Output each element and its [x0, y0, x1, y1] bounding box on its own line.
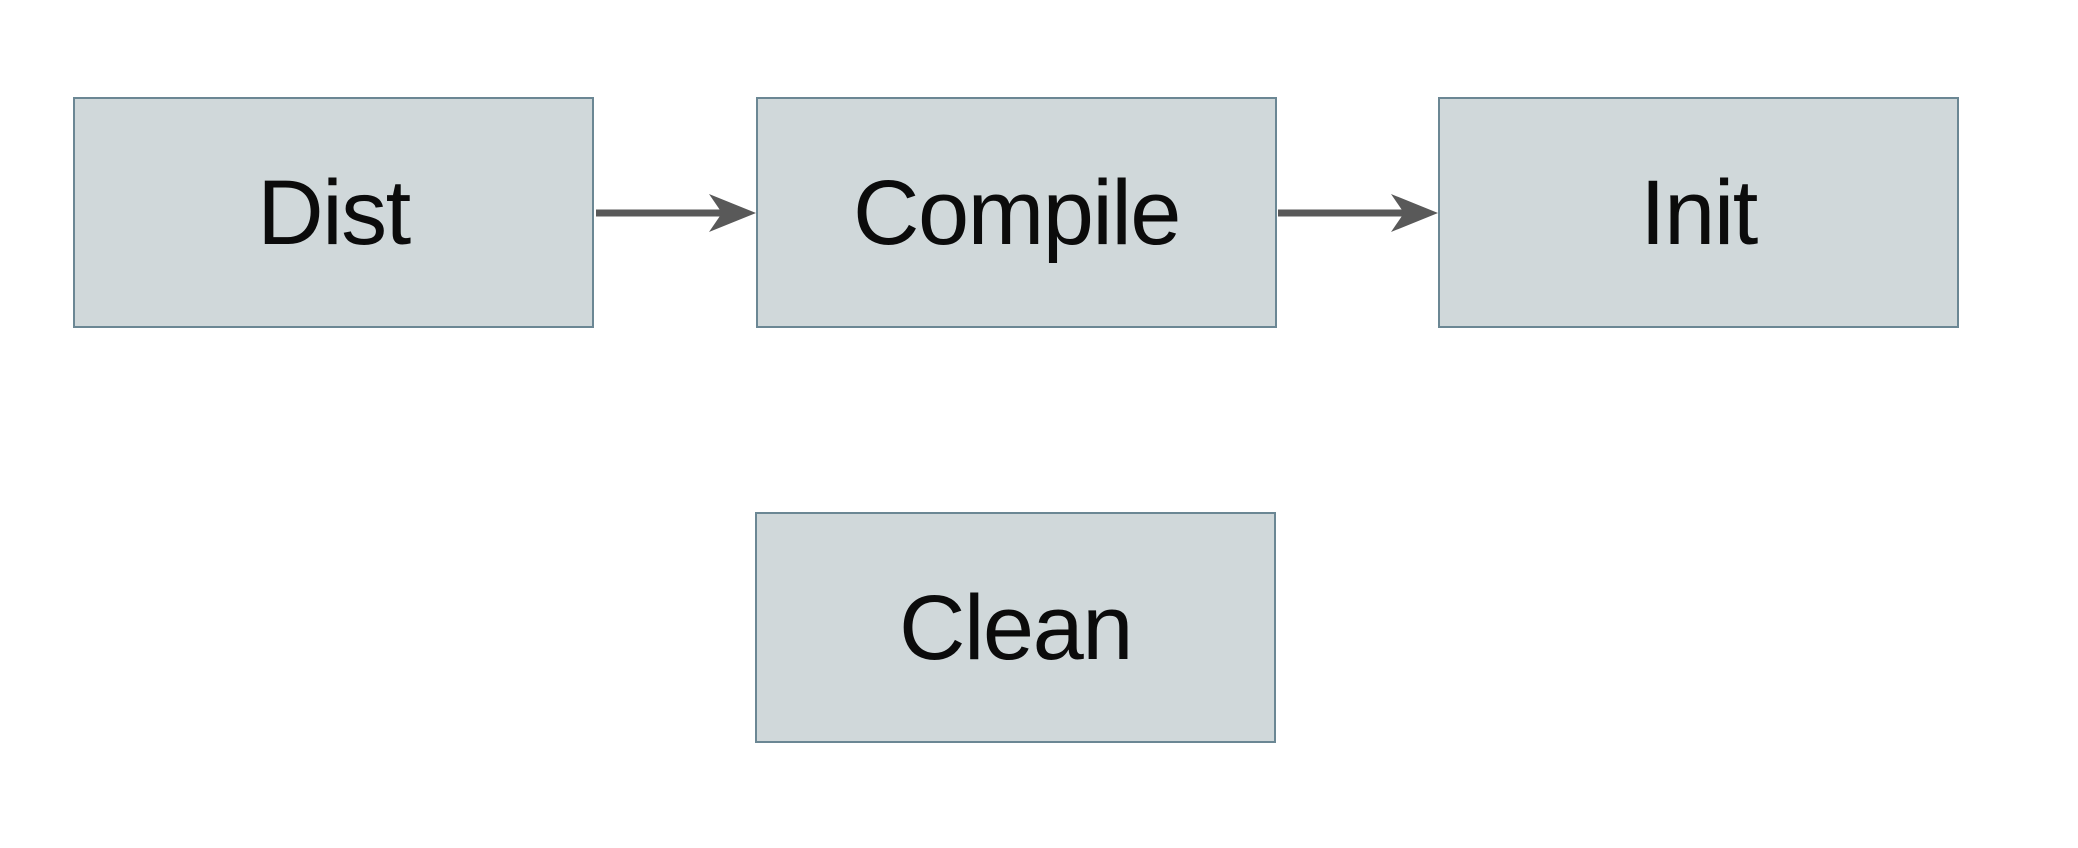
- node-dist[interactable]: Dist: [73, 97, 594, 328]
- arrow-head-icon: [1391, 194, 1438, 232]
- node-compile[interactable]: Compile: [756, 97, 1277, 328]
- edge-dist-to-compile: [596, 194, 756, 232]
- node-clean[interactable]: Clean: [755, 512, 1276, 743]
- node-dist-label: Dist: [257, 161, 411, 264]
- node-compile-label: Compile: [853, 161, 1181, 264]
- node-init-label: Init: [1640, 161, 1758, 264]
- edge-compile-to-init: [1278, 194, 1438, 232]
- node-init[interactable]: Init: [1438, 97, 1959, 328]
- arrow-head-icon: [709, 194, 756, 232]
- node-clean-label: Clean: [899, 576, 1133, 679]
